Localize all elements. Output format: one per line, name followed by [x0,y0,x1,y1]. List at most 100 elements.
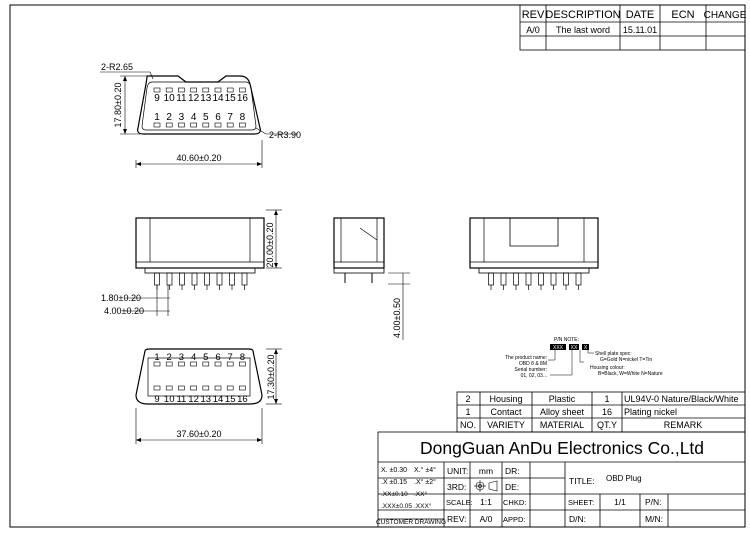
rev-label: REV: [447,514,467,524]
revision-table [519,4,746,51]
scale-label: SCALE: [446,498,473,507]
pin-slot [239,385,246,391]
body-height-dim: 20.00±0.20 [265,223,275,268]
scale-value: 1:1 [480,497,492,507]
bottom-view-outline [135,348,263,405]
bom-cell: Housing [489,394,522,404]
tol-3: .X ±0.15 [381,479,407,486]
chkd-label: CHKD: [503,498,526,507]
sheet-label: SHEET: [568,498,594,507]
bom-cell: 16 [602,407,612,417]
pin-slot [178,87,185,93]
pin-label: 13 [200,93,212,104]
pin-label: 7 [227,112,233,123]
bom-cell: Plastic [549,394,576,404]
top-view-outline [137,75,261,135]
svg-text:B=Black, W=White N=Nature: B=Black, W=White N=Nature [598,371,663,377]
tol-7: .XXX±0.05 [381,503,412,510]
contact-pin [241,272,248,286]
contact-pin [538,272,544,286]
offset-dim: 4.00±0.20 [104,306,144,316]
description-header: DESCRIPTION [545,9,620,21]
pin-label: 1 [154,352,159,363]
pin-label: 16 [237,394,248,405]
pin-label: 2 [167,352,172,363]
customer-drawing-label: CUSTOMER DRAWING [376,519,446,526]
bom-cell: Plating nickel [624,407,677,417]
pin-slot [214,385,222,391]
contact-pin [575,272,582,286]
pin-slot [202,361,210,367]
pin-slot [226,122,234,128]
rev-header: REV [522,9,545,21]
pin-label: 8 [240,352,245,363]
bom-cell: 1 [604,394,609,404]
pin-slot [153,87,161,93]
bom-header: QT.Y [597,420,617,430]
pin-label: 9 [154,93,160,104]
pin-label: 10 [164,394,175,405]
pin-label: 4 [191,352,196,363]
pin-label: 9 [154,394,159,405]
svg-text:Shell plate spec:: Shell plate spec: [595,351,632,357]
change-header: CHANGE [704,10,747,21]
pin-slot [239,361,246,367]
pin-slot [165,385,173,391]
contact-pin [550,272,557,286]
ecn-header: ECN [671,9,694,21]
svg-text:X: X [584,345,588,351]
contact-pin [563,272,569,286]
top-view-height-dim: 17.80±0.20 [113,83,123,128]
pin-label: 14 [213,394,224,405]
date-value: 15.11.01 [623,25,657,35]
svg-text:OBD 8 & 8M: OBD 8 & 8M [519,361,547,367]
projection-label: 3RD: [447,482,466,492]
side-view [333,217,385,283]
contact-pin [154,272,160,286]
unit-label: UNIT: [447,466,468,476]
pin-label: 16 [237,93,249,104]
company-name: DongGuan AnDu Electronics Co.,Ltd [420,438,704,458]
tol-6: .XX° [414,490,427,498]
dn-label: D/N: [569,514,586,524]
pin-label: 13 [201,394,212,405]
dr-label: DR: [505,466,520,476]
pin-label: 2 [166,112,172,123]
pin-label: 6 [215,352,220,363]
pin-label: 12 [188,93,200,104]
pin-slot [239,122,246,128]
tol-2: X.° ±4° [414,466,436,474]
top-view-chamfer-dim: 2-R2.65 [101,62,133,72]
pin-label: 15 [225,93,237,104]
contact-pin [179,272,185,286]
pin-slot [202,122,210,128]
pin-slot [165,361,173,367]
bom-header: VARIETY [487,420,525,430]
third-angle-projection-icon [474,480,498,492]
unit-value: mm [479,466,493,476]
svg-text:P/N NOTE:: P/N NOTE: [554,337,579,343]
pin-label: 6 [215,112,221,123]
pin-slot [214,361,222,367]
svg-text:01, 02, 03...: 01, 02, 03... [521,373,547,379]
contact-pin [166,272,173,286]
svg-text:XX: XX [571,345,578,351]
contact-pin [513,272,519,286]
bottom-view-height-dim: 17.30±0.20 [266,355,276,400]
pin-label: 3 [179,112,185,123]
mn-label: M/N: [645,514,663,524]
pin-slot [153,361,161,367]
pin-label: 11 [176,394,186,405]
pin-slot [239,87,246,93]
rear-view [469,217,599,290]
rev-value: A/0 [526,25,540,35]
pin-slot [190,122,197,128]
pin-label: 12 [188,394,199,405]
pin-slot [226,87,234,93]
title-label: TITLE: [569,476,595,486]
tol-4: .X° ±2° [414,478,436,486]
pin-label: 7 [228,352,233,363]
